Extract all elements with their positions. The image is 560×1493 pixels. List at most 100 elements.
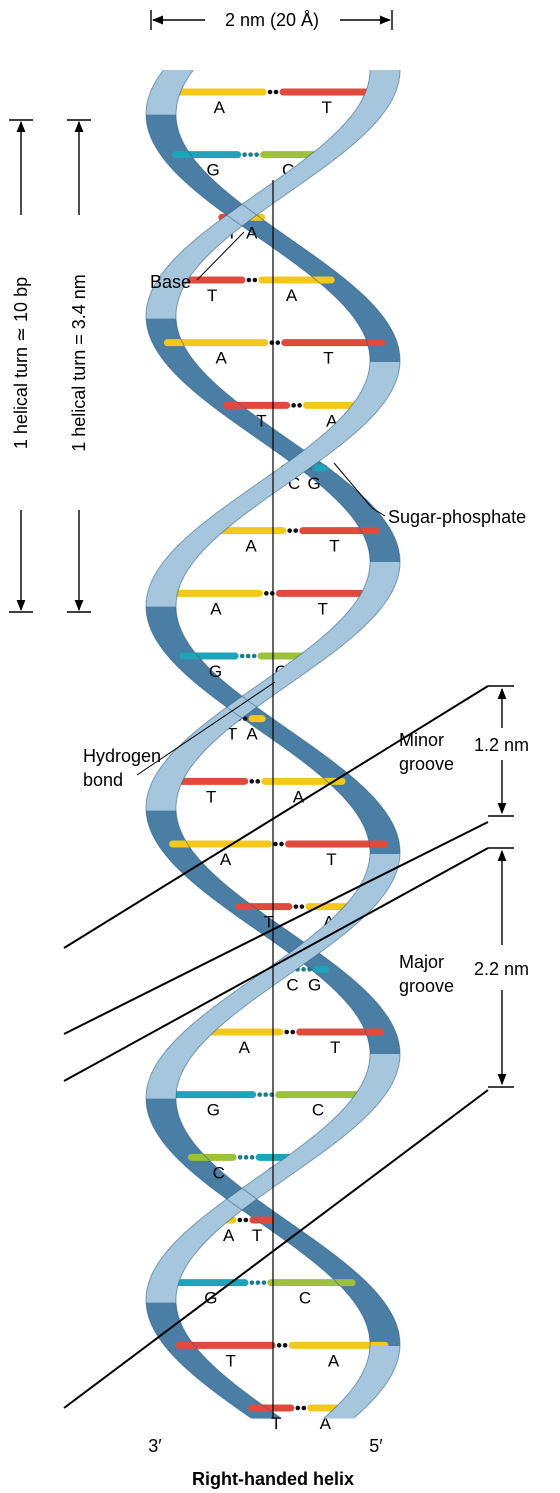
base-pair: AT — [166, 90, 381, 117]
hydrogen-bond-dot — [300, 904, 305, 909]
strand-segment — [155, 146, 188, 151]
strand-segment — [370, 854, 400, 859]
strand-segment — [163, 1142, 197, 1147]
strand-segment — [369, 570, 400, 575]
strand-segment — [175, 254, 210, 259]
strand-segment — [356, 1014, 389, 1019]
base-pair: GC — [164, 1280, 352, 1307]
strand-segment — [354, 810, 387, 815]
hydrogen-bond-dot — [301, 1406, 306, 1411]
strand-segment — [368, 346, 399, 351]
strand-segment — [368, 546, 399, 551]
strand-segment — [149, 1318, 181, 1323]
strand-segment — [366, 542, 397, 547]
strand-segment — [147, 1086, 178, 1091]
strand-segment — [369, 1042, 400, 1047]
strand-segment — [146, 1098, 176, 1103]
strand-segment — [348, 1294, 382, 1299]
strand-segment — [362, 1314, 394, 1319]
strand-segment — [146, 1290, 177, 1295]
hydrogen-bond-dot — [279, 842, 284, 847]
strand-segment — [348, 310, 382, 315]
strand-segment — [183, 246, 218, 251]
strand-segment — [358, 594, 391, 599]
hydrogen-bond-dot — [238, 1218, 243, 1223]
hydrogen-bond-dot — [273, 842, 278, 847]
strand-segment — [148, 94, 179, 99]
strand-segment — [154, 346, 187, 351]
strand-segment — [147, 590, 178, 595]
strand-segment — [364, 1318, 396, 1323]
base-letter-right: A — [246, 725, 258, 744]
width-dimension: 2 nm (20 Å) — [151, 10, 392, 30]
base-pair: TA — [173, 278, 331, 305]
strand-segment — [164, 266, 198, 271]
strand-segment — [148, 1282, 179, 1287]
base-letter-right: C — [299, 1289, 311, 1308]
strand-segment — [330, 1118, 365, 1123]
strand-segment — [146, 1302, 176, 1307]
strand-segment — [159, 1258, 192, 1263]
base-letter-right: T — [326, 850, 336, 869]
base-letter-left: A — [214, 98, 226, 117]
strand-segment — [188, 1370, 223, 1375]
strand-segment — [328, 1410, 363, 1415]
base-letter-right: T — [322, 98, 332, 117]
strand-segment — [357, 886, 390, 891]
strand-segment — [326, 490, 361, 495]
strand-segment — [149, 1278, 181, 1283]
base-letter-right: T — [252, 1226, 262, 1245]
strand-segment — [164, 758, 198, 763]
base-pair: AT — [199, 1030, 381, 1057]
strand-segment — [369, 1334, 400, 1339]
strand-segment — [359, 1374, 392, 1379]
strand-segment — [349, 606, 383, 611]
strand-segment — [370, 850, 400, 855]
base-letter-left: T — [225, 1351, 235, 1370]
strand-segment — [363, 1078, 395, 1083]
strand-segment — [179, 1234, 214, 1239]
base-letter-right: A — [328, 1351, 340, 1370]
hydrogen-bond-dot — [253, 278, 258, 283]
strand-segment — [359, 818, 392, 823]
strand-segment — [187, 1226, 222, 1231]
strand-segment — [172, 1354, 206, 1359]
strand-segment — [338, 1110, 372, 1115]
strand-segment — [334, 130, 369, 135]
strand-segment — [166, 1146, 200, 1151]
base-pair: AT — [209, 528, 376, 555]
strand-segment — [342, 614, 376, 619]
strand-segment — [146, 610, 177, 615]
strand-segment — [342, 1106, 376, 1111]
strand-segment — [146, 318, 176, 323]
hydrogen-bond-dot — [262, 1280, 267, 1285]
strand-segment — [147, 1106, 178, 1111]
strand-segment — [369, 1350, 400, 1355]
strand-segment — [150, 1274, 182, 1279]
strand-segment — [366, 578, 398, 583]
turn-nm-label: 1 helical turn = 3.4 nm — [69, 274, 89, 452]
strand-segment — [369, 1062, 400, 1067]
strand-segment — [351, 894, 385, 899]
strand-segment — [147, 326, 178, 331]
strand-segment — [370, 1050, 400, 1055]
strand-segment — [172, 370, 206, 375]
strand-segment — [175, 1238, 210, 1243]
strand-segment — [340, 906, 374, 911]
strand-segment — [160, 562, 193, 567]
base-letter-right: T — [329, 537, 339, 556]
strand-segment — [365, 538, 397, 543]
strand-segment — [149, 334, 181, 339]
strand-segment — [330, 986, 365, 991]
strand-segment — [188, 386, 223, 391]
end-label-5prime: 5′ — [369, 1436, 383, 1456]
base-letter-right: C — [312, 1101, 324, 1120]
strand-segment — [151, 1070, 183, 1075]
strand-segment — [351, 314, 385, 319]
strand-segment — [344, 902, 378, 907]
strand-segment — [148, 330, 179, 335]
base-letter-left: C — [286, 975, 298, 994]
strand-segment — [149, 786, 181, 791]
major-groove-dimension: 2.2 nm Major groove — [399, 848, 529, 1087]
strand-segment — [362, 822, 394, 827]
